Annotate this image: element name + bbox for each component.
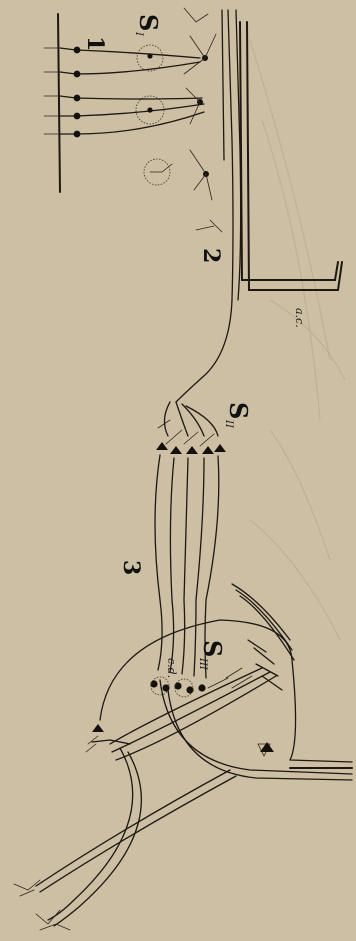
label-s3: S — [198, 640, 227, 657]
label-2: 2 — [198, 248, 224, 263]
relay-s2 — [156, 402, 226, 454]
label-ac: a.c. — [293, 308, 306, 328]
page-bleed-through — [250, 40, 345, 640]
label-s1-sub: I — [133, 31, 144, 37]
label-s1: S — [134, 14, 163, 31]
label-s3-sub: III — [197, 657, 208, 671]
receptor-line — [44, 14, 204, 192]
label-1: 1 — [82, 36, 108, 51]
label-s2: S — [224, 402, 253, 419]
label-3: 3 — [118, 560, 144, 575]
label-cd: c.d. — [165, 658, 178, 678]
central-trunk — [176, 8, 342, 402]
label-s2-sub: II — [223, 419, 234, 429]
ganglion-s1 — [136, 45, 172, 185]
